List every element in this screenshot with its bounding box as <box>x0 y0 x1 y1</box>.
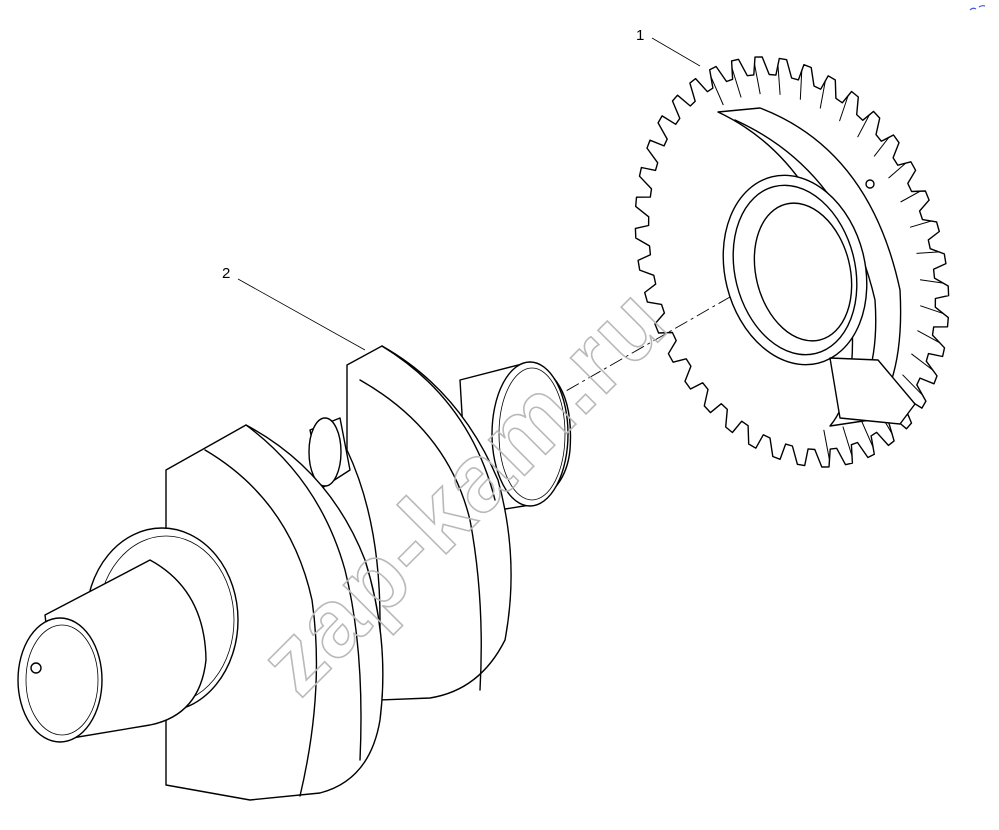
crank-pin-end <box>308 417 342 487</box>
rear-journal-end-inner <box>498 367 566 501</box>
front-counterweight <box>165 424 384 801</box>
callout-1: 1 <box>636 27 701 67</box>
rear-counterweight <box>346 345 512 701</box>
front-shaft-center-hole <box>30 662 42 674</box>
gear-tooth-depth-line <box>799 69 803 100</box>
gear-tooth-depth-line <box>839 95 849 122</box>
gear-tooth-depth-line <box>900 190 921 203</box>
gear-tooth-depth-line <box>873 136 890 157</box>
front-shaft-end-chamfer <box>25 624 99 736</box>
gear-tooth-depth-line <box>888 162 907 179</box>
gear-tooth-depth-line <box>919 279 944 284</box>
leader-line-2 <box>237 278 366 351</box>
gear-tooth-depth-line <box>920 305 944 315</box>
gear-part[interactable] <box>634 56 950 468</box>
gear-tooth-depth-line <box>753 63 761 95</box>
callout-2: 2 <box>222 265 366 351</box>
gear-bore-ring <box>732 184 858 356</box>
leader-line-1 <box>651 37 701 67</box>
front-shaft-end <box>17 617 103 743</box>
crankshaft-part[interactable] <box>17 345 572 801</box>
gear-bore-inner <box>753 202 853 342</box>
gear-tooth-depth-line <box>909 220 932 228</box>
gear-tooth-depth-line <box>902 374 924 396</box>
gear-tooth-depth-line <box>731 67 742 98</box>
gear-tooth-depth-line <box>916 251 940 254</box>
gear-hub-plate-lower <box>829 357 916 425</box>
rear-journal-end <box>491 361 569 507</box>
gear-teeth-depth <box>710 63 944 461</box>
gear-tooth-depth-line <box>710 75 724 106</box>
corner-mark <box>969 5 986 11</box>
gear-tooth-depth-line <box>911 353 934 371</box>
gear-tooth-depth-line <box>819 80 826 109</box>
rear-counterweight-edge <box>359 345 496 691</box>
callout-label-2: 2 <box>222 265 230 282</box>
gear-tooth-depth-line <box>857 114 871 138</box>
gear-tooth-depth-line <box>823 429 831 461</box>
gear-tooth-depth-line <box>842 426 853 457</box>
gear-pin-hole <box>865 179 875 189</box>
gear-tooth-depth-line <box>917 330 941 344</box>
front-counterweight-edge <box>204 424 362 797</box>
gear-tooth-depth-line <box>777 64 781 95</box>
callout-label-1: 1 <box>636 27 644 44</box>
gear-tooth-depth-line <box>860 418 874 449</box>
